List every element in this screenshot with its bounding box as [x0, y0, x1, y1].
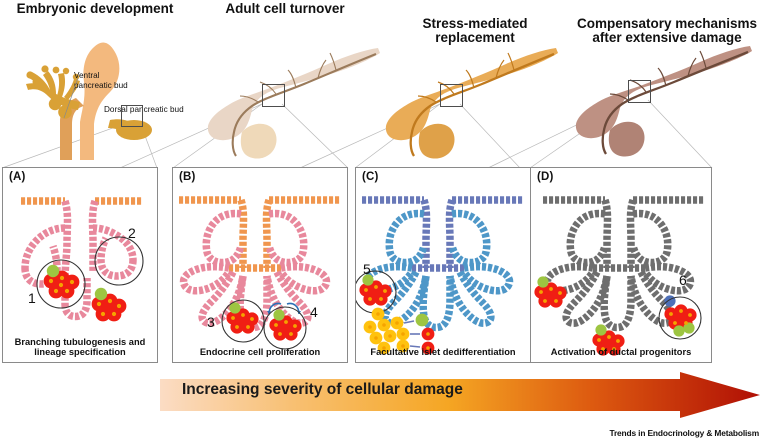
organ-illustration-embryonic — [10, 38, 190, 163]
callout-circle-3 — [221, 299, 265, 343]
islet-cluster-5 — [359, 274, 392, 306]
callout-number-1: 1 — [28, 290, 36, 306]
panel-d-diagram: .bd-gray{stroke:#6E6E6E;stroke-width:7.5… — [534, 196, 705, 356]
severity-arrow — [160, 372, 760, 418]
column-title-embryonic-text: Embryonic development — [16, 1, 174, 16]
callout-box-stress — [440, 84, 463, 107]
islet-cluster-1 — [43, 264, 80, 299]
panel-d-caption: Activation of ductal progenitors — [531, 347, 711, 358]
islet-cluster-4 — [267, 302, 302, 341]
column-title-compensatory-text: Compensatory mechanisms after extensive … — [576, 15, 758, 46]
panel-a-letter: (A) — [9, 171, 26, 183]
column-title-compensatory: Compensatory mechanisms after extensive … — [570, 2, 764, 46]
panel-c: (C) .bc-blue{stroke:#4E97C8;stroke-width… — [355, 167, 531, 363]
callout-box-compensatory — [628, 80, 651, 103]
callout-number-2: 2 — [128, 225, 136, 241]
callout-number-6: 6 — [679, 272, 687, 288]
panel-c-caption: Facultative islet dedifferentiation — [356, 347, 530, 358]
embryo-label-dorsal-text: Dorsal pancreatic bud — [104, 105, 184, 114]
embryo-label-dorsal: Dorsal pancreatic bud — [104, 105, 184, 115]
dediff-cells — [363, 307, 435, 355]
islet-cluster-bottom-d — [592, 324, 625, 356]
islet-cluster-left-d — [534, 276, 567, 308]
panel-a: (A) .bead-pink{stroke:#E8889C;stroke-wid… — [2, 167, 158, 363]
column-title-stress-text: Stress-mediated replacement — [422, 15, 528, 46]
panel-d: (D) .bd-gray{stroke:#6E6E6E;stroke-width… — [530, 167, 712, 363]
callout-circle-1 — [36, 259, 86, 309]
column-title-stress: Stress-mediated replacement — [382, 2, 568, 46]
column-title-embryonic: Embryonic development — [0, 1, 190, 17]
panel-b-caption: Endocrine cell proliferation — [173, 337, 347, 358]
journal-credit: Trends in Endocrinology & Metabolism — [609, 428, 759, 438]
journal-credit-text: Trends in Endocrinology & Metabolism — [609, 428, 759, 438]
organ-illustration-adult — [196, 40, 382, 162]
callout-box-embryonic — [121, 105, 143, 127]
islet-cluster-free-a — [91, 287, 127, 322]
panel-a-caption-text: Branching tubulogenesis and lineage spec… — [14, 336, 146, 358]
panel-c-caption-text: Facultative islet dedifferentiation — [370, 347, 516, 358]
panel-b-caption-text: Endocrine cell proliferation — [199, 347, 321, 358]
callout-number-3: 3 — [207, 314, 215, 330]
islet-cluster-3 — [226, 302, 259, 334]
severity-arrow-label: Increasing severity of cellular damage — [182, 381, 463, 399]
panel-d-letter: (D) — [537, 171, 554, 183]
column-title-adult: Adult cell turnover — [190, 1, 380, 17]
callout-box-adult — [262, 84, 285, 107]
panel-b-letter: (B) — [179, 171, 196, 183]
panel-c-letter: (C) — [362, 171, 379, 183]
embryo-label-ventral: Ventral pancreatic bud — [74, 61, 128, 91]
panel-c-diagram: .bc-blue{stroke:#4E97C8;stroke-width:7.5… — [356, 196, 524, 355]
panel-b: (B) .bb-pink{stroke:#E8889C;stroke-width… — [172, 167, 348, 363]
panel-a-diagram: .bead-pink{stroke:#E8889C;stroke-width:7… — [21, 197, 144, 322]
islet-cluster-6 — [664, 295, 697, 337]
organ-illustration-stress — [374, 40, 560, 162]
embryo-label-ventral-text: Ventral pancreatic bud — [74, 70, 128, 90]
column-title-adult-text: Adult cell turnover — [225, 1, 345, 16]
panel-a-caption: Branching tubulogenesis and lineage spec… — [3, 326, 157, 358]
callout-circle-4 — [263, 306, 307, 350]
callout-circle-6 — [658, 296, 702, 340]
severity-arrow-label-text: Increasing severity of cellular damage — [182, 381, 463, 398]
panel-d-caption-text: Activation of ductal progenitors — [550, 347, 692, 358]
callout-circle-2 — [94, 236, 144, 286]
callout-number-5: 5 — [363, 261, 371, 277]
organ-illustration-compensatory — [562, 38, 754, 160]
callout-number-4: 4 — [310, 304, 318, 320]
panel-b-diagram: .bb-pink{stroke:#E8889C;stroke-width:7.5… — [179, 196, 341, 350]
